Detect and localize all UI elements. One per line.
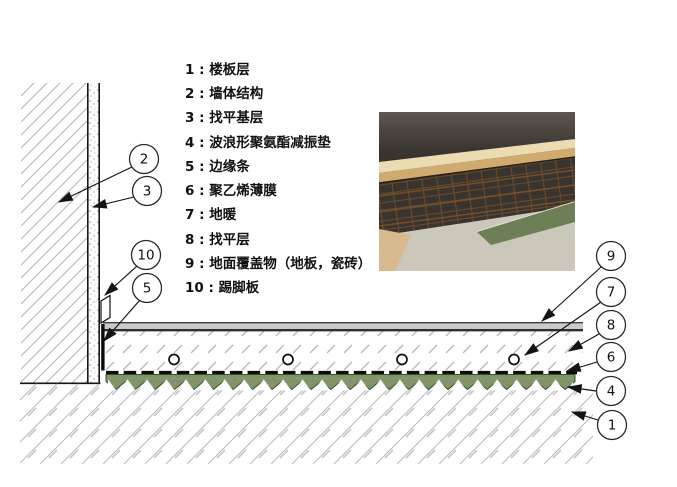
arrow-floor-heating bbox=[523, 301, 602, 356]
callout-wall-structure: 2 bbox=[128, 143, 160, 175]
leveling-base-strip bbox=[88, 83, 99, 383]
photo-wood-beam-front bbox=[379, 148, 575, 183]
callout-damping-pad: 4 bbox=[595, 375, 627, 407]
callout-leveling-base: 3 bbox=[131, 175, 163, 207]
callout-leveling-layer: 8 bbox=[595, 309, 627, 341]
legend-item-2: 2 : 墙体结构 bbox=[185, 86, 264, 103]
arrow-leveling-layer bbox=[567, 333, 600, 352]
heating-pipe bbox=[508, 353, 520, 366]
legend-item-5: 5 : 边缘条 bbox=[185, 158, 250, 175]
edge-strip bbox=[101, 324, 105, 371]
arrow-skirting-board bbox=[104, 265, 138, 296]
legend-item-7: 7 : 地暖 bbox=[185, 207, 237, 224]
callout-label-1: 1 bbox=[608, 418, 617, 434]
heating-pipe bbox=[396, 353, 408, 366]
wall-structure-hatch bbox=[21, 83, 88, 383]
heating-pipes bbox=[168, 353, 520, 366]
callout-label-9: 9 bbox=[607, 249, 616, 265]
photo-wood-beam-top bbox=[379, 139, 575, 173]
floor-covering-bar bbox=[103, 322, 583, 331]
arrow-floor-covering bbox=[541, 266, 602, 322]
legend-item-10: 10 : 踢脚板 bbox=[185, 279, 260, 296]
callout-label-4: 4 bbox=[607, 384, 616, 400]
callout-pe-film: 6 bbox=[595, 341, 627, 373]
legend-item-4: 4 : 波浪形聚氨酯减振垫 bbox=[185, 134, 331, 151]
arrow-leveling-base bbox=[91, 196, 135, 209]
callout-edge-strip: 5 bbox=[131, 272, 163, 304]
leveling-layer-hatch bbox=[104, 331, 583, 371]
leader-arrows bbox=[57, 166, 602, 421]
arrow-damping-pad bbox=[566, 384, 597, 394]
callout-label-5: 5 bbox=[143, 281, 152, 297]
photo-green-pad bbox=[477, 202, 575, 245]
arrow-floor-slab bbox=[570, 411, 599, 421]
callout-label-3: 3 bbox=[143, 184, 152, 200]
legend-item-3: 3 : 找平基层 bbox=[185, 110, 264, 127]
photo-wood-piece bbox=[379, 229, 411, 271]
callout-floor-covering: 9 bbox=[595, 240, 627, 272]
arrow-edge-strip bbox=[103, 299, 141, 342]
callout-floor-slab: 1 bbox=[596, 409, 628, 441]
heating-pipe bbox=[282, 353, 294, 366]
legend-item-1: 1 : 楼板层 bbox=[185, 62, 250, 78]
callout-skirting-board: 10 bbox=[130, 239, 162, 271]
callout-label-10: 10 bbox=[137, 248, 154, 264]
photo-inset bbox=[379, 112, 575, 271]
photo-inset-graphic bbox=[379, 112, 575, 271]
legend-item-9: 9 : 地面覆盖物（地板，瓷砖） bbox=[185, 255, 372, 272]
skirting-board bbox=[100, 294, 111, 325]
callout-label-2: 2 bbox=[140, 152, 149, 168]
heating-pipe bbox=[168, 353, 180, 366]
legend-item-8: 8 : 找平层 bbox=[185, 231, 250, 248]
callout-label-8: 8 bbox=[607, 318, 616, 334]
damping-pad-wave-cut bbox=[108, 378, 573, 391]
callout-floor-heating: 7 bbox=[595, 276, 627, 308]
arrow-wall-structure bbox=[57, 166, 133, 203]
arrow-pe-film bbox=[565, 361, 598, 372]
callout-label-6: 6 bbox=[607, 350, 616, 366]
legend-item-6: 6 : 聚乙烯薄膜 bbox=[185, 183, 277, 200]
callout-label-7: 7 bbox=[607, 285, 616, 301]
floor-slab-hatch bbox=[20, 383, 593, 464]
photo-rebar-lines bbox=[379, 169, 575, 227]
legend: 1 : 楼板层 2 : 墙体结构 3 : 找平基层 4 : 波浪形聚氨酯减振垫 … bbox=[185, 58, 371, 300]
photo-beam-shadow bbox=[379, 156, 575, 184]
